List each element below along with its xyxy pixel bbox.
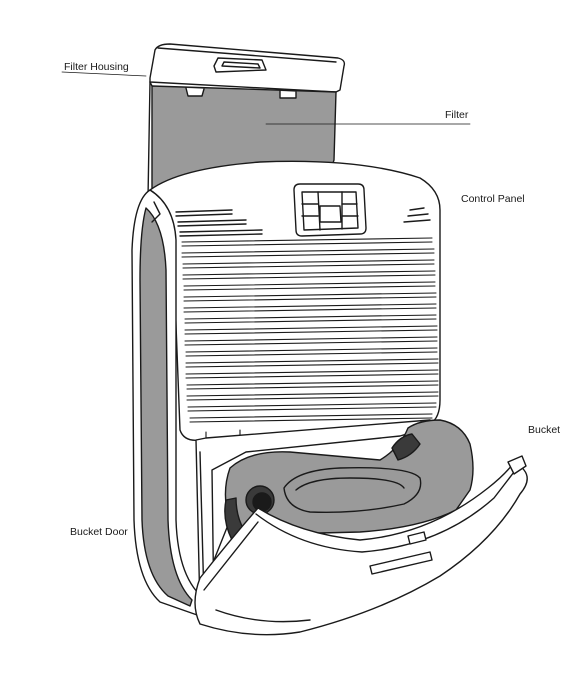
label-control-panel: Control Panel [461, 193, 525, 205]
leader-filter-housing [61, 71, 147, 77]
bucket-door [194, 455, 528, 636]
label-filter: Filter [445, 109, 469, 121]
label-bucket-door: Bucket Door [70, 526, 128, 538]
label-bucket: Bucket [528, 424, 561, 436]
control-panel [293, 183, 367, 237]
filter-housing [149, 43, 346, 93]
leader-lines [61, 71, 471, 125]
grille-slats [181, 237, 439, 439]
label-filter-housing: Filter Housing [64, 61, 129, 73]
top-vents [175, 207, 431, 237]
